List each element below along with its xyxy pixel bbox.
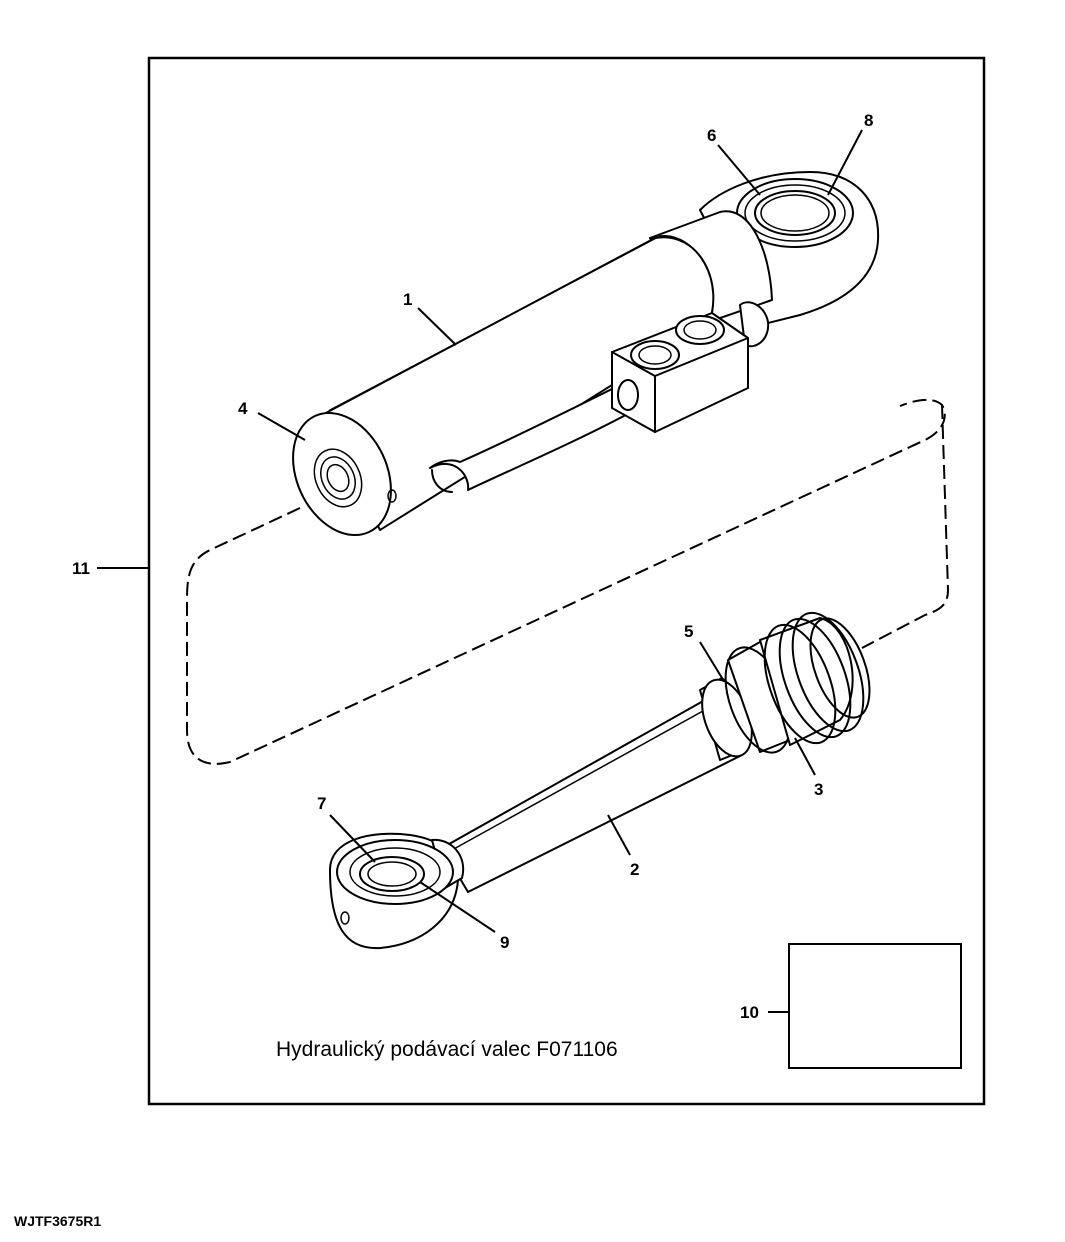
callout-7: 7 bbox=[317, 794, 326, 813]
callout-8: 8 bbox=[864, 111, 873, 130]
assembly-dashed-outline bbox=[186, 398, 950, 765]
callout-5: 5 bbox=[684, 622, 693, 641]
parts-kit-box bbox=[788, 943, 962, 1069]
cylinder-barrel bbox=[292, 171, 880, 537]
callout-11: 11 bbox=[72, 559, 90, 578]
leader-lines bbox=[97, 129, 863, 1013]
callout-4: 4 bbox=[238, 399, 248, 418]
diagram-frame bbox=[147, 56, 986, 1106]
callout-3: 3 bbox=[814, 780, 823, 799]
callout-2: 2 bbox=[630, 860, 639, 879]
drawing-id: WJTF3675R1 bbox=[14, 1213, 101, 1229]
callout-6: 6 bbox=[707, 126, 716, 145]
diagram-caption: Hydraulický podávací valec F071106 bbox=[276, 1038, 618, 1061]
callout-10: 10 bbox=[740, 1003, 759, 1022]
callout-1: 1 bbox=[403, 290, 412, 309]
piston-rod bbox=[329, 611, 871, 950]
callout-9: 9 bbox=[500, 933, 509, 952]
